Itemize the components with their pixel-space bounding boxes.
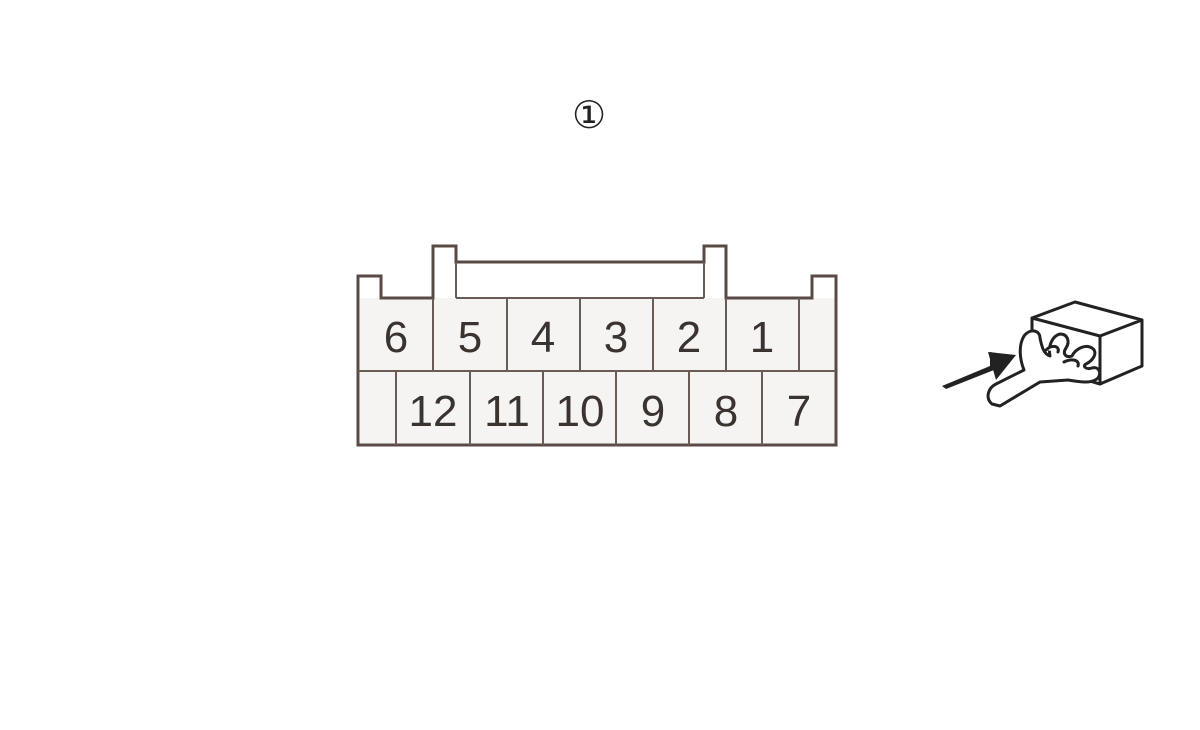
hand-pressing-connector-icon: [986, 300, 1144, 408]
pin-4: 4: [531, 313, 555, 362]
callout-number: ①: [572, 93, 606, 137]
arrow-right-icon: [942, 352, 1016, 389]
pin-9: 9: [641, 387, 665, 436]
pin-1: 1: [750, 313, 774, 362]
pin-7: 7: [787, 387, 811, 436]
connector-face: 6 5 4 3 2 1 12 11 10 9 8 7: [356, 244, 838, 447]
pin-11: 11: [484, 387, 530, 436]
pin-10: 10: [556, 387, 605, 436]
pin-5: 5: [458, 313, 482, 362]
pin-3: 3: [604, 313, 628, 362]
pin-2: 2: [677, 313, 701, 362]
pin-8: 8: [714, 387, 738, 436]
pin-12: 12: [409, 387, 458, 436]
pin-6: 6: [384, 313, 408, 362]
